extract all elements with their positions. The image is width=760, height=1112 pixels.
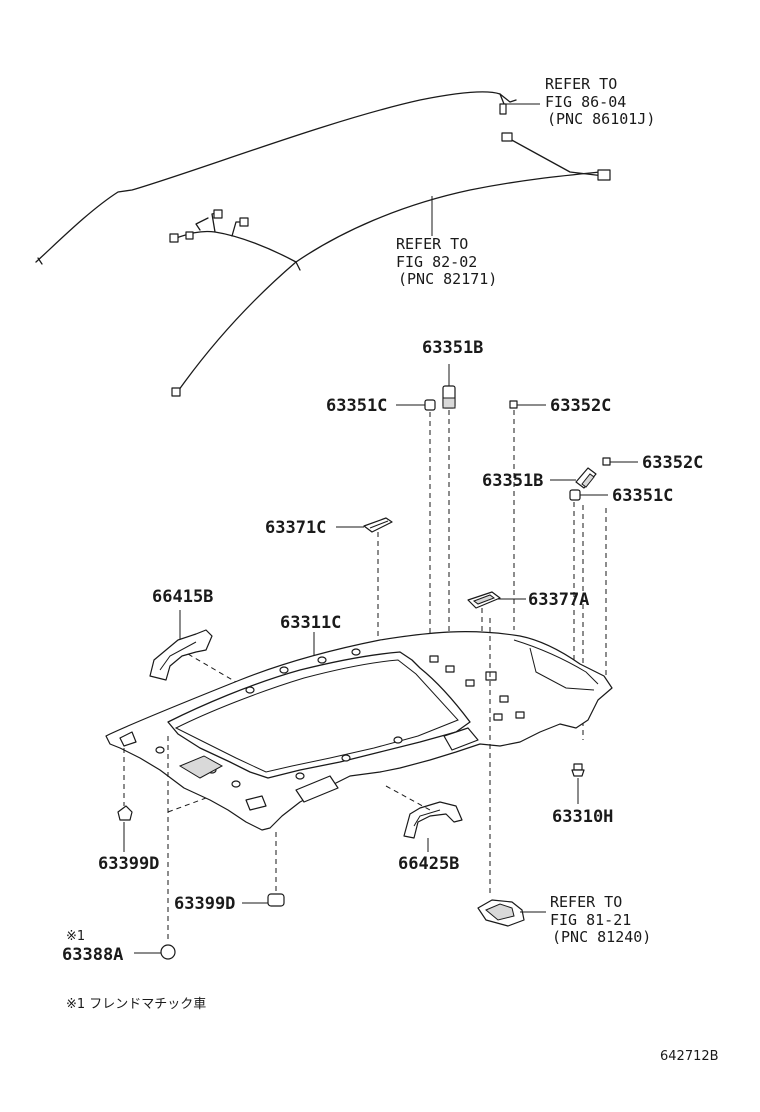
connector-icon [501,132,513,142]
clip-63351C-left [424,399,436,411]
part-label-63310H[interactable]: 63310H [552,807,613,827]
cover-63377A [467,591,501,609]
connector-icon [171,387,181,397]
clip-63352C-mid [509,400,518,409]
clip-63352C-right [602,457,611,466]
diagram-code: 642712B [660,1049,719,1064]
reference-fig-81-21[interactable]: REFER TO FIG 81-21 (PNC 81240) [550,893,651,946]
part-label-63351C-left[interactable]: 63351C [326,396,387,416]
connector-icon [499,103,507,115]
connector-icon [185,231,194,240]
svg-text:REFER TO: REFER TO [396,235,468,253]
roof-wire-harness-lower [169,132,611,397]
footnote-marker: ※1 [66,929,85,944]
clip-63310H [571,763,585,777]
svg-text:REFER TO: REFER TO [545,75,617,93]
svg-text:(PNC 86101J): (PNC 86101J) [547,110,655,128]
part-label-66415B[interactable]: 66415B [152,587,213,607]
svg-text:FIG 81-21: FIG 81-21 [550,911,631,929]
part-label-63377A[interactable]: 63377A [528,590,589,610]
part-label-63399D-left[interactable]: 63399D [98,854,159,874]
connector-icon [213,209,223,219]
svg-text:(PNC 81240): (PNC 81240) [552,928,651,946]
part-label-63351B-top[interactable]: 63351B [422,338,483,358]
reference-fig-82-02[interactable]: REFER TO FIG 82-02 (PNC 82171) [396,235,497,288]
connector-icon [169,233,179,243]
part-label-63352C-mid[interactable]: 63352C [550,396,611,416]
part-label-63399D-bottom[interactable]: 63399D [174,894,235,914]
part-label-63352C-right[interactable]: 63352C [642,453,703,473]
holder-66425B [403,801,463,839]
clip-63351C-right [569,489,581,501]
part-label-63371C[interactable]: 63371C [265,518,326,538]
part-label-63388A[interactable]: 63388A [62,945,123,965]
connector-icon [239,217,249,227]
part-label-66425B[interactable]: 66425B [398,854,459,874]
holder-66415B [149,629,213,681]
roof-wire-harness-upper [35,91,517,265]
install-guide-line [187,653,237,683]
roof-headliner-63311C [105,631,613,831]
map-lamp-assembly [477,899,525,927]
svg-text:FIG 86-04: FIG 86-04 [545,93,626,111]
reference-fig-86-04[interactable]: REFER TO FIG 86-04 (PNC 86101J) [545,75,655,128]
connector-icon [597,169,611,181]
svg-text:REFER TO: REFER TO [550,893,622,911]
clip-63388A [160,944,176,960]
visor-holder-63351B-right [575,467,597,489]
svg-text:(PNC 82171): (PNC 82171) [398,270,497,288]
part-label-63351B-right[interactable]: 63351B [482,471,543,491]
clip-63399D-bottom [267,893,285,907]
part-label-63351C-right[interactable]: 63351C [612,486,673,506]
footnote-text: ※1 フレンドマチック車 [66,997,206,1012]
visor-holder-63351B-top [442,385,456,409]
cover-63371C [363,517,393,533]
clip-63399D-left [117,805,133,821]
install-guide-line [167,797,207,813]
part-label-63311C[interactable]: 63311C [280,613,341,633]
svg-text:FIG 82-02: FIG 82-02 [396,253,477,271]
